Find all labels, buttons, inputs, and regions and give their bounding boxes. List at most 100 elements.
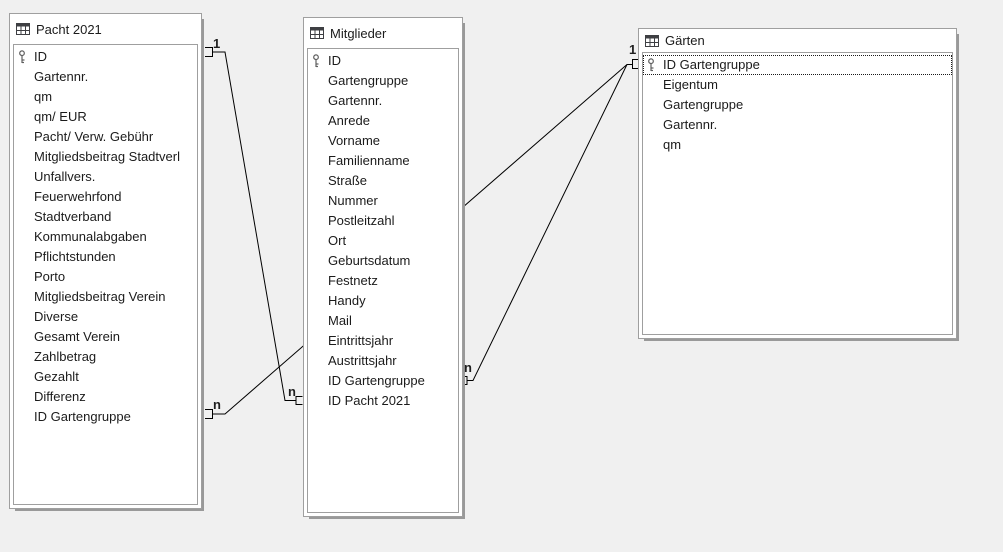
field-row[interactable]: Gartennr. bbox=[643, 115, 952, 135]
field-name: Zahlbetrag bbox=[34, 349, 97, 364]
field-row[interactable]: Gartengruppe bbox=[643, 95, 952, 115]
field-row[interactable]: Geburtsdatum bbox=[308, 251, 458, 271]
relationship-line-pacht-mitglieder[interactable] bbox=[212, 51, 297, 401]
table-title: Pacht 2021 bbox=[36, 21, 102, 37]
field-name: Ort bbox=[328, 233, 347, 248]
field-row[interactable]: Diverse bbox=[14, 307, 197, 327]
field-name: ID Gartengruppe bbox=[328, 373, 425, 388]
field-row-selected[interactable]: ID Gartengruppe bbox=[643, 55, 952, 75]
table-gaerten[interactable]: Gärten ID Gartengruppe Eigentum Gartengr… bbox=[638, 28, 957, 339]
table-header[interactable]: Mitglieder bbox=[304, 18, 462, 48]
field-row[interactable]: qm bbox=[643, 135, 952, 155]
field-row[interactable]: ID Gartengruppe bbox=[14, 407, 197, 427]
connector-bracket bbox=[295, 396, 303, 405]
field-row[interactable]: Gesamt Verein bbox=[14, 327, 197, 347]
field-name: Mitgliedsbeitrag Verein bbox=[34, 289, 166, 304]
field-name: Gartengruppe bbox=[663, 97, 744, 112]
field-row[interactable]: Differenz bbox=[14, 387, 197, 407]
field-name: Vorname bbox=[328, 133, 381, 148]
field-name: Postleitzahl bbox=[328, 213, 395, 228]
field-name: Porto bbox=[34, 269, 66, 284]
field-list: ID Gartennr. qm qm/ EUR Pacht/ Verw. Geb… bbox=[13, 44, 198, 505]
connector-bracket bbox=[632, 59, 639, 69]
field-row[interactable]: Kommunalabgaben bbox=[14, 227, 197, 247]
field-row[interactable]: Festnetz bbox=[308, 271, 458, 291]
primary-key-icon bbox=[647, 58, 663, 72]
field-name: Pflichtstunden bbox=[34, 249, 116, 264]
field-row[interactable]: Nummer bbox=[308, 191, 458, 211]
field-row[interactable]: Porto bbox=[14, 267, 197, 287]
cardinality-label-one: 1 bbox=[213, 36, 221, 51]
field-name: Gartennr. bbox=[663, 117, 718, 132]
table-header[interactable]: Pacht 2021 bbox=[10, 14, 201, 44]
field-row[interactable]: Eigentum bbox=[643, 75, 952, 95]
field-row[interactable]: Straße bbox=[308, 171, 458, 191]
field-name: Mail bbox=[328, 313, 352, 328]
connector-bracket bbox=[205, 409, 213, 419]
field-row[interactable]: ID Gartengruppe bbox=[308, 371, 458, 391]
cardinality-label-many: n bbox=[213, 397, 221, 412]
field-row[interactable]: Ort bbox=[308, 231, 458, 251]
primary-key-icon bbox=[312, 54, 328, 68]
table-header[interactable]: Gärten bbox=[639, 29, 956, 52]
field-name: Mitgliedsbeitrag Stadtverl bbox=[34, 149, 180, 164]
cardinality-label-one: 1 bbox=[629, 42, 637, 57]
field-row[interactable]: Vorname bbox=[308, 131, 458, 151]
field-row[interactable]: Familienname bbox=[308, 151, 458, 171]
field-row[interactable]: Mail bbox=[308, 311, 458, 331]
field-name: Austrittsjahr bbox=[328, 353, 397, 368]
field-name: Handy bbox=[328, 293, 366, 308]
field-name: Nummer bbox=[328, 193, 378, 208]
relationship-line-gaerten-mitglieder[interactable] bbox=[467, 64, 628, 381]
field-row[interactable]: Postleitzahl bbox=[308, 211, 458, 231]
field-name: Stadtverband bbox=[34, 209, 112, 224]
field-row[interactable]: ID bbox=[308, 51, 458, 71]
field-row[interactable]: Zahlbetrag bbox=[14, 347, 197, 367]
field-row[interactable]: ID Pacht 2021 bbox=[308, 391, 458, 411]
field-row[interactable]: Handy bbox=[308, 291, 458, 311]
field-row[interactable]: Mitgliedsbeitrag Stadtverl bbox=[14, 147, 197, 167]
field-row[interactable]: Gartengruppe bbox=[308, 71, 458, 91]
field-name: Familienname bbox=[328, 153, 410, 168]
field-name: Gesamt Verein bbox=[34, 329, 120, 344]
field-row[interactable]: Austrittsjahr bbox=[308, 351, 458, 371]
field-name: Gartengruppe bbox=[328, 73, 409, 88]
field-row[interactable]: Unfallvers. bbox=[14, 167, 197, 187]
field-row[interactable]: Pacht/ Verw. Gebühr bbox=[14, 127, 197, 147]
table-pacht-2021[interactable]: Pacht 2021 ID Gartennr. qm qm/ EUR Pacht… bbox=[9, 13, 202, 509]
field-row[interactable]: ID bbox=[14, 47, 197, 67]
field-row[interactable]: qm/ EUR bbox=[14, 107, 197, 127]
field-name: qm bbox=[34, 89, 53, 104]
field-name: Feuerwehrfond bbox=[34, 189, 122, 204]
field-row[interactable]: Gezahlt bbox=[14, 367, 197, 387]
table-grid-icon bbox=[16, 23, 30, 35]
field-name: Anrede bbox=[328, 113, 370, 128]
field-name: Eigentum bbox=[663, 77, 718, 92]
field-name: qm/ EUR bbox=[34, 109, 87, 124]
table-title: Gärten bbox=[665, 33, 705, 48]
table-mitglieder[interactable]: Mitglieder ID Gartengruppe Gartennr. Anr… bbox=[303, 17, 463, 517]
field-row[interactable]: Mitgliedsbeitrag Verein bbox=[14, 287, 197, 307]
field-name: ID Gartengruppe bbox=[34, 409, 131, 424]
field-name: Eintrittsjahr bbox=[328, 333, 394, 348]
field-row[interactable]: Gartennr. bbox=[308, 91, 458, 111]
field-name: ID Gartengruppe bbox=[663, 57, 760, 72]
field-row[interactable]: Eintrittsjahr bbox=[308, 331, 458, 351]
field-row[interactable]: Anrede bbox=[308, 111, 458, 131]
field-name: Kommunalabgaben bbox=[34, 229, 147, 244]
field-name: Differenz bbox=[34, 389, 86, 404]
table-grid-icon bbox=[645, 34, 659, 47]
field-row[interactable]: qm bbox=[14, 87, 197, 107]
field-row[interactable]: Stadtverband bbox=[14, 207, 197, 227]
table-grid-icon bbox=[310, 27, 324, 39]
field-name: ID Pacht 2021 bbox=[328, 393, 411, 408]
field-name: Geburtsdatum bbox=[328, 253, 411, 268]
field-row[interactable]: Gartennr. bbox=[14, 67, 197, 87]
field-name: ID bbox=[328, 53, 341, 68]
field-row[interactable]: Pflichtstunden bbox=[14, 247, 197, 267]
cardinality-label-many: n bbox=[464, 360, 472, 375]
cardinality-label-many: n bbox=[288, 384, 296, 399]
field-list: ID Gartengruppe Gartennr. Anrede Vorname… bbox=[307, 48, 459, 513]
field-row[interactable]: Feuerwehrfond bbox=[14, 187, 197, 207]
